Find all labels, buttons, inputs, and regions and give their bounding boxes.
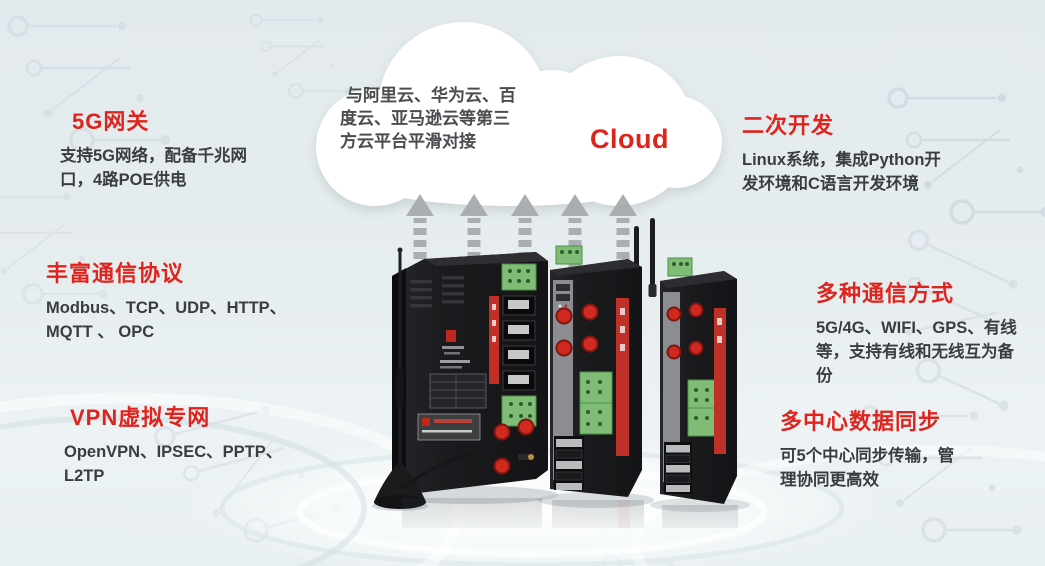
device-scene	[372, 194, 750, 528]
feature-secondary-development: 二次开发 Linux系统，集成Python开 发环境和C语言开发环境	[742, 108, 941, 196]
cloud-shape: 与阿里云、华为云、百 度云、亚马逊云等第三 方云平台平滑对接 Cloud	[300, 10, 730, 215]
terminal-block	[579, 371, 613, 435]
industrial-gateway-device-left	[392, 252, 548, 494]
feature-title: 多中心数据同步	[780, 409, 942, 434]
feature-rich-protocols: 丰富通信协议 Modbus、TCP、UDP、HTTP、 MQTT 、 OPC	[46, 256, 286, 344]
device-label	[417, 413, 481, 441]
sma-connectors	[666, 302, 704, 360]
feature-title: 丰富通信协议	[46, 261, 185, 286]
ethernet-ports	[664, 442, 692, 494]
feature-title: 二次开发	[742, 113, 835, 138]
feature-multi-center-sync: 多中心数据同步 可5个中心同步传输，管 理协同更高效	[780, 404, 954, 492]
red-side-label	[714, 308, 726, 454]
brand-logo-mark	[446, 330, 456, 342]
terminal-block	[687, 379, 717, 437]
cloud-label: Cloud	[590, 124, 669, 154]
feature-5g-gateway: 5G网关 支持5G网络，配备千兆网 口，4路POE供电	[60, 104, 247, 192]
feature-description: OpenVPN、IPSEC、PPTP、 L2TP	[64, 443, 283, 485]
terminal-block	[501, 263, 537, 291]
feature-description: 5G/4G、WIFI、GPS、有线 等，支持有线和无线互为备 份	[816, 319, 1017, 385]
sma-connectors	[493, 418, 535, 475]
feature-title: VPN虚拟专网	[70, 405, 211, 430]
feature-vpn: VPN虚拟专网 OpenVPN、IPSEC、PPTP、 L2TP	[64, 400, 282, 488]
feature-communication-modes: 多种通信方式 5G/4G、WIFI、GPS、有线 等，支持有线和无线互为备 份	[816, 276, 1017, 388]
feature-description: 支持5G网络，配备千兆网 口，4路POE供电	[60, 147, 248, 189]
feature-title: 多种通信方式	[816, 281, 955, 306]
feature-description: Linux系统，集成Python开 发环境和C语言开发环境	[742, 151, 941, 193]
terminal-block	[555, 245, 583, 265]
industrial-gateway-device-middle	[550, 245, 642, 497]
cloud-puffs	[300, 10, 730, 215]
floor-reflections	[402, 498, 738, 528]
sma-connectors	[555, 303, 599, 357]
spec-table	[429, 373, 487, 409]
ethernet-ports	[554, 436, 584, 490]
industrial-gateway-device-right	[660, 257, 737, 504]
antenna-cable	[401, 445, 533, 490]
cloud-description: 与阿里云、华为云、百 度云、亚马逊云等第三 方云平台平滑对接	[340, 86, 516, 151]
terminal-block	[667, 257, 693, 277]
feature-description: Modbus、TCP、UDP、HTTP、 MQTT 、 OPC	[46, 299, 287, 341]
feature-title: 5G网关	[72, 109, 150, 134]
ethernet-ports	[502, 295, 536, 391]
feature-description: 可5个中心同步传输，管 理协同更高效	[780, 447, 955, 489]
red-side-label	[616, 298, 629, 456]
